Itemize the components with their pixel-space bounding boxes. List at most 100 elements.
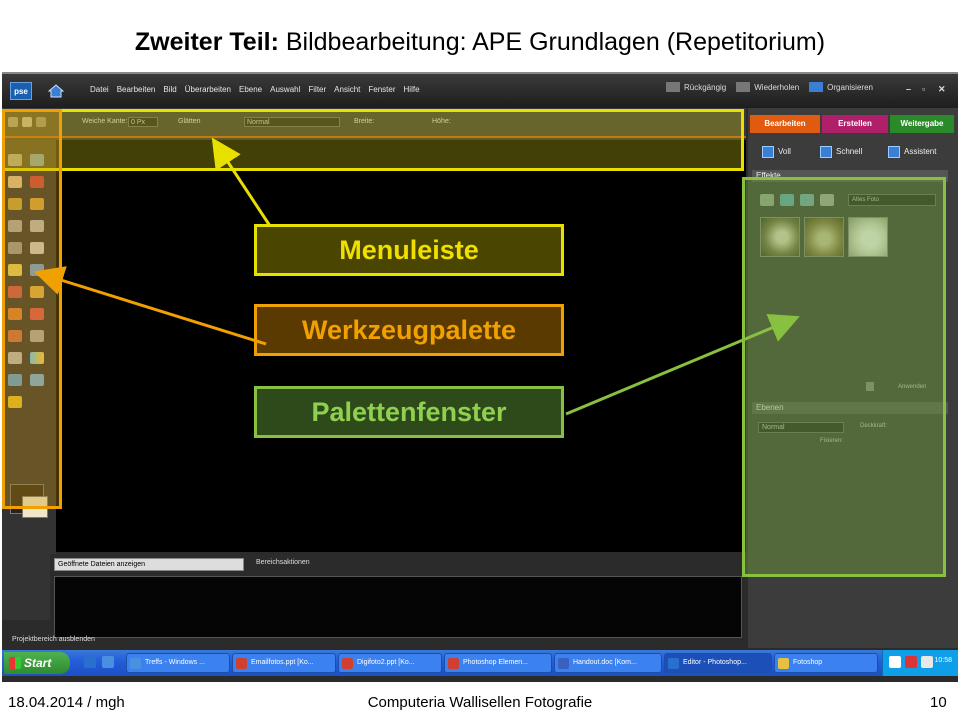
right-menu: Rückgängig Wiederholen Organisieren (666, 82, 873, 92)
taskbar-item-label: Digifoto2.ppt [Ko... (357, 659, 415, 666)
taskbar-item[interactable]: Treffs - Windows ... (126, 653, 230, 673)
apply-button[interactable]: Anwenden (898, 384, 927, 390)
antialias-checkbox[interactable]: Glätten (178, 118, 201, 125)
redo-button[interactable]: Wiederholen (736, 82, 799, 92)
smart-brush-tool-icon[interactable] (30, 330, 44, 342)
text-tool-icon[interactable] (8, 242, 22, 254)
menu-filter[interactable]: Filter (308, 85, 327, 94)
tray-icon[interactable] (921, 656, 933, 668)
restore-button[interactable]: ▫ (922, 84, 926, 94)
folder-icon (778, 658, 789, 669)
effect-thumbnail[interactable] (804, 217, 844, 257)
taskbar-item-label: Editor - Photoshop... (683, 659, 747, 666)
menu-datei[interactable]: Datei (90, 85, 109, 94)
tab-bearbeiten[interactable]: Bearbeiten (750, 115, 820, 133)
minimize-button[interactable]: – (906, 84, 912, 94)
taskbar-item-label: Emailfotos.ppt [Ko... (251, 659, 314, 666)
taskbar-item[interactable]: Photoshop Elemen... (444, 653, 552, 673)
hide-project-bin-button[interactable]: Projektbereich ausblenden (12, 636, 95, 643)
start-button[interactable]: Start (4, 652, 70, 674)
organize-button[interactable]: Organisieren (809, 82, 873, 92)
feather-input[interactable]: 0 Px (128, 117, 158, 127)
taskbar-item-label: Treffs - Windows ... (145, 659, 205, 666)
project-bin-area[interactable] (54, 576, 742, 638)
menu-fenster[interactable]: Fenster (368, 85, 396, 94)
menu-ueberarbeiten[interactable]: Überarbeiten (184, 85, 231, 94)
magic-wand-tool-icon[interactable] (8, 220, 22, 232)
move-tool-icon[interactable] (8, 154, 22, 166)
lasso-tool-icon[interactable] (30, 198, 44, 210)
menu-ansicht[interactable]: Ansicht (334, 85, 361, 94)
marquee-option-icon[interactable] (8, 117, 18, 127)
crop-tool-icon[interactable] (30, 242, 44, 254)
shape-tool-icon[interactable] (8, 374, 22, 386)
brush-tool-icon[interactable] (8, 330, 22, 342)
blur-tool-icon[interactable] (30, 374, 44, 386)
start-label: Start (24, 656, 52, 670)
selection-brush-tool-icon[interactable] (30, 220, 44, 232)
selection-mode-icon[interactable] (22, 117, 32, 127)
layer-styles-icon[interactable] (780, 194, 794, 206)
windows-taskbar: Start Treffs - Windows ... Emailfotos.pp… (2, 650, 958, 676)
red-eye-tool-icon[interactable] (8, 286, 22, 298)
tray-icon[interactable] (889, 656, 901, 668)
app-logo: pse (10, 82, 32, 100)
word-icon (558, 658, 569, 669)
menu-ebene[interactable]: Ebene (238, 85, 263, 94)
callout-menuleiste: Menuleiste (254, 224, 564, 276)
close-button[interactable]: ✕ (938, 84, 946, 94)
gradient-tool-icon[interactable] (30, 352, 44, 364)
quicklaunch-ie-icon[interactable] (102, 656, 114, 668)
powerpoint-icon (342, 658, 353, 669)
cookie-cutter-tool-icon[interactable] (8, 264, 22, 276)
blend-mode-select[interactable]: Normal (758, 422, 844, 433)
mode-select[interactable]: Normal (244, 117, 340, 127)
sponge-tool-icon[interactable] (8, 396, 22, 408)
trash-icon[interactable] (866, 382, 874, 391)
taskbar-item-active[interactable]: Editor - Photoshop... (664, 653, 772, 673)
eyedropper-tool-icon[interactable] (30, 176, 44, 188)
taskbar-item-label: Photoshop Elemen... (463, 659, 528, 666)
taskbar-item[interactable]: Emailfotos.ppt [Ko... (232, 653, 336, 673)
taskbar-item[interactable]: Handout.doc [Kom... (554, 653, 662, 673)
mode-voll[interactable]: Voll (762, 142, 791, 162)
full-edit-icon (762, 146, 774, 158)
marquee-tool-icon[interactable] (8, 198, 22, 210)
effect-thumbnail[interactable] (848, 217, 888, 257)
clone-stamp-tool-icon[interactable] (8, 308, 22, 320)
slide-title-bold: Zweiter Teil: (134, 28, 279, 56)
menu-items: Datei Bearbeiten Bild Überarbeiten Ebene… (86, 85, 424, 94)
feather-label: Weiche Kante: (82, 118, 128, 125)
tab-weitergabe[interactable]: Weitergabe (890, 115, 954, 133)
slide-title-rest: Bildbearbeitung: APE Grundlagen (Repetit… (278, 28, 826, 56)
toolbox-highlight (2, 109, 62, 509)
eraser-tool-icon[interactable] (30, 308, 44, 320)
home-icon[interactable] (48, 84, 64, 98)
effect-thumbnail[interactable] (760, 217, 800, 257)
menu-bild[interactable]: Bild (163, 85, 177, 94)
menu-hilfe[interactable]: Hilfe (403, 85, 420, 94)
tab-erstellen[interactable]: Erstellen (822, 115, 888, 133)
height-label: Höhe: (432, 118, 451, 125)
taskbar-item[interactable]: Digifoto2.ppt [Ko... (338, 653, 442, 673)
effects-category-select[interactable]: Altes Foto (848, 194, 936, 206)
zoom-tool-icon[interactable] (30, 154, 44, 166)
quicklaunch-desktop-icon[interactable] (84, 656, 96, 668)
undo-icon (666, 82, 680, 92)
organizer-icon (809, 82, 824, 92)
taskbar-item[interactable]: Fotoshop (774, 653, 878, 673)
mode-schnell[interactable]: Schnell (820, 142, 862, 162)
open-files-select[interactable]: Geöffnete Dateien anzeigen (54, 558, 244, 571)
all-effects-icon[interactable] (820, 194, 834, 206)
photo-effects-icon[interactable] (800, 194, 814, 206)
filters-icon[interactable] (760, 194, 774, 206)
callout-werkzeugpalette: Werkzeugpalette (254, 304, 564, 356)
tray-icon[interactable] (905, 656, 917, 668)
selection-add-icon[interactable] (36, 117, 46, 127)
menu-bearbeiten[interactable]: Bearbeiten (116, 85, 156, 94)
mode-assistent[interactable]: Assistent (888, 142, 936, 162)
undo-button[interactable]: Rückgängig (666, 82, 726, 92)
paint-bucket-tool-icon[interactable] (8, 352, 22, 364)
menu-auswahl[interactable]: Auswahl (270, 85, 301, 94)
hand-tool-icon[interactable] (8, 176, 22, 188)
